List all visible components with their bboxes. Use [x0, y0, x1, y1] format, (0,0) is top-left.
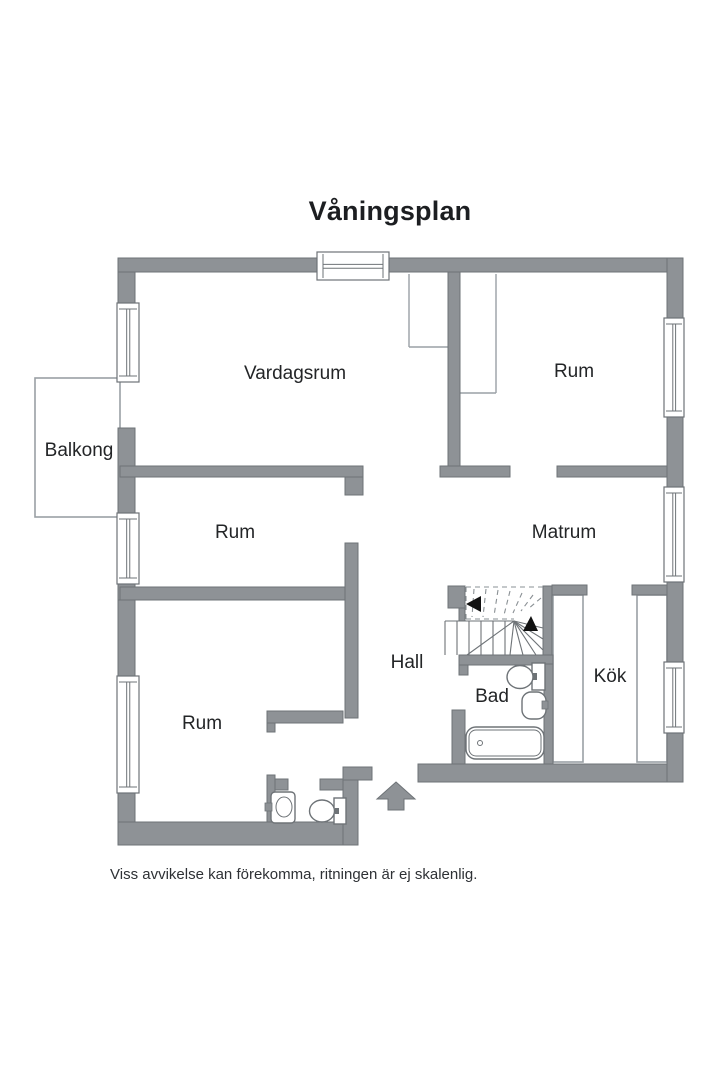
room-label-kok: Kök — [593, 666, 627, 687]
room-label-rum-middle: Rum — [214, 522, 256, 543]
room-label-rum-top-right: Rum — [553, 361, 595, 382]
room-label-bad: Bad — [475, 686, 509, 707]
room-label-vardagsrum: Vardagsrum — [243, 363, 347, 384]
room-label-matrum: Matrum — [531, 522, 597, 543]
page-title: Våningsplan — [308, 196, 472, 226]
room-label-hall: Hall — [390, 652, 424, 673]
disclaimer-text: Viss avvikelse kan förekomma, ritningen … — [110, 866, 478, 883]
room-label-rum-bottom: Rum — [181, 713, 223, 734]
room-label-balkong: Balkong — [44, 440, 114, 461]
